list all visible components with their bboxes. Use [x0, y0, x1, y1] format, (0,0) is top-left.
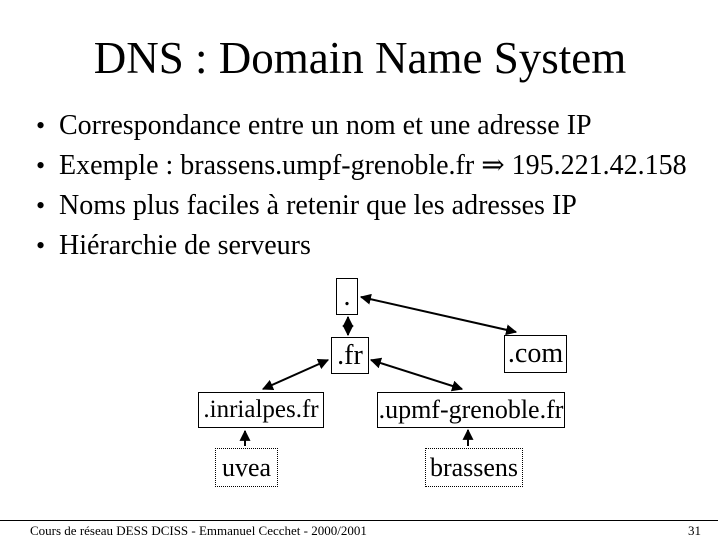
bullet-item: • Correspondance entre un nom et une adr…	[36, 106, 696, 146]
tree-node-brassens: brassens	[425, 448, 523, 487]
bullet-item: • Noms plus faciles à retenir que les ad…	[36, 186, 696, 226]
tree-node-uvea: uvea	[215, 448, 278, 487]
footer-divider	[0, 520, 718, 521]
bullet-text: Hiérarchie de serveurs	[59, 230, 311, 261]
bullet-text: Exemple : brassens.umpf-grenoble.fr ⇒ 19…	[59, 150, 687, 181]
arrow-fr-inrialpes	[261, 359, 330, 390]
tree-node-root: .	[336, 278, 358, 315]
tree-node-fr: .fr	[331, 337, 369, 374]
arrow-fr-upmf	[369, 357, 464, 392]
bullet-icon: •	[36, 231, 46, 260]
bullet-text: Noms plus faciles à retenir que les adre…	[59, 190, 577, 221]
bullet-item: • Exemple : brassens.umpf-grenoble.fr ⇒ …	[36, 146, 696, 186]
slide-title: DNS : Domain Name System	[93, 33, 627, 83]
tree-node-upmf-grenoble: .upmf-grenoble.fr	[377, 392, 565, 428]
bullet-item: • Hiérarchie de serveurs	[36, 226, 696, 266]
arrow-root-com	[359, 293, 518, 336]
tree-node-inrialpes: .inrialpes.fr	[198, 392, 324, 428]
bullet-icon: •	[36, 111, 46, 140]
bullet-text: Correspondance entre un nom et une adres…	[59, 110, 592, 141]
page-number: 31	[688, 523, 701, 538]
tree-node-com: .com	[504, 335, 567, 373]
bullet-icon: •	[36, 191, 46, 220]
footer-course-text: Cours de réseau DESS DCISS - Emmanuel Ce…	[30, 523, 367, 538]
bullet-list: • Correspondance entre un nom et une adr…	[36, 106, 696, 266]
bullet-icon: •	[36, 151, 46, 180]
